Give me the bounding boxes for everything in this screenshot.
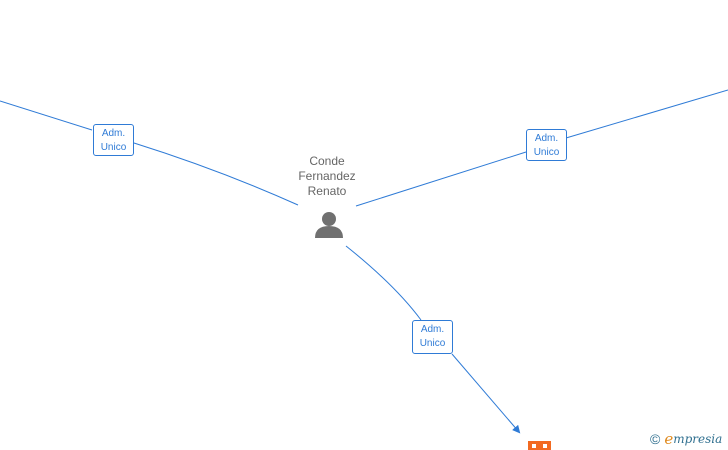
edge-bottom <box>345 245 422 321</box>
person-icon[interactable] <box>315 212 343 238</box>
relation-label-right[interactable]: Adm. Unico <box>526 129 567 161</box>
person-name-line: Renato <box>307 184 347 198</box>
person-name[interactable]: Conde Fernandez Renato <box>287 154 367 199</box>
relation-label-line: Unico <box>533 147 560 158</box>
edge-bottom-arrow <box>451 353 521 434</box>
building-icon[interactable] <box>528 441 551 450</box>
brand-logo-initial: e <box>664 430 674 448</box>
person-name-line: Conde <box>309 154 345 168</box>
relation-label-line: Adm. <box>101 128 126 139</box>
relation-label-line: Unico <box>100 142 127 153</box>
edge-left <box>0 100 299 206</box>
relation-label-line: Unico <box>419 338 446 349</box>
copyright-symbol: © <box>650 431 661 447</box>
relation-label-left[interactable]: Adm. Unico <box>93 124 134 156</box>
edge-right <box>355 89 728 207</box>
relation-label-bottom[interactable]: Adm. Unico <box>412 320 453 354</box>
person-name-line: Fernandez <box>298 169 356 183</box>
relation-label-line: Adm. <box>420 324 445 335</box>
brand-logo-text: mpresia <box>673 432 723 446</box>
brand-watermark: © e mpresia <box>650 430 722 448</box>
relation-label-line: Adm. <box>534 133 559 144</box>
